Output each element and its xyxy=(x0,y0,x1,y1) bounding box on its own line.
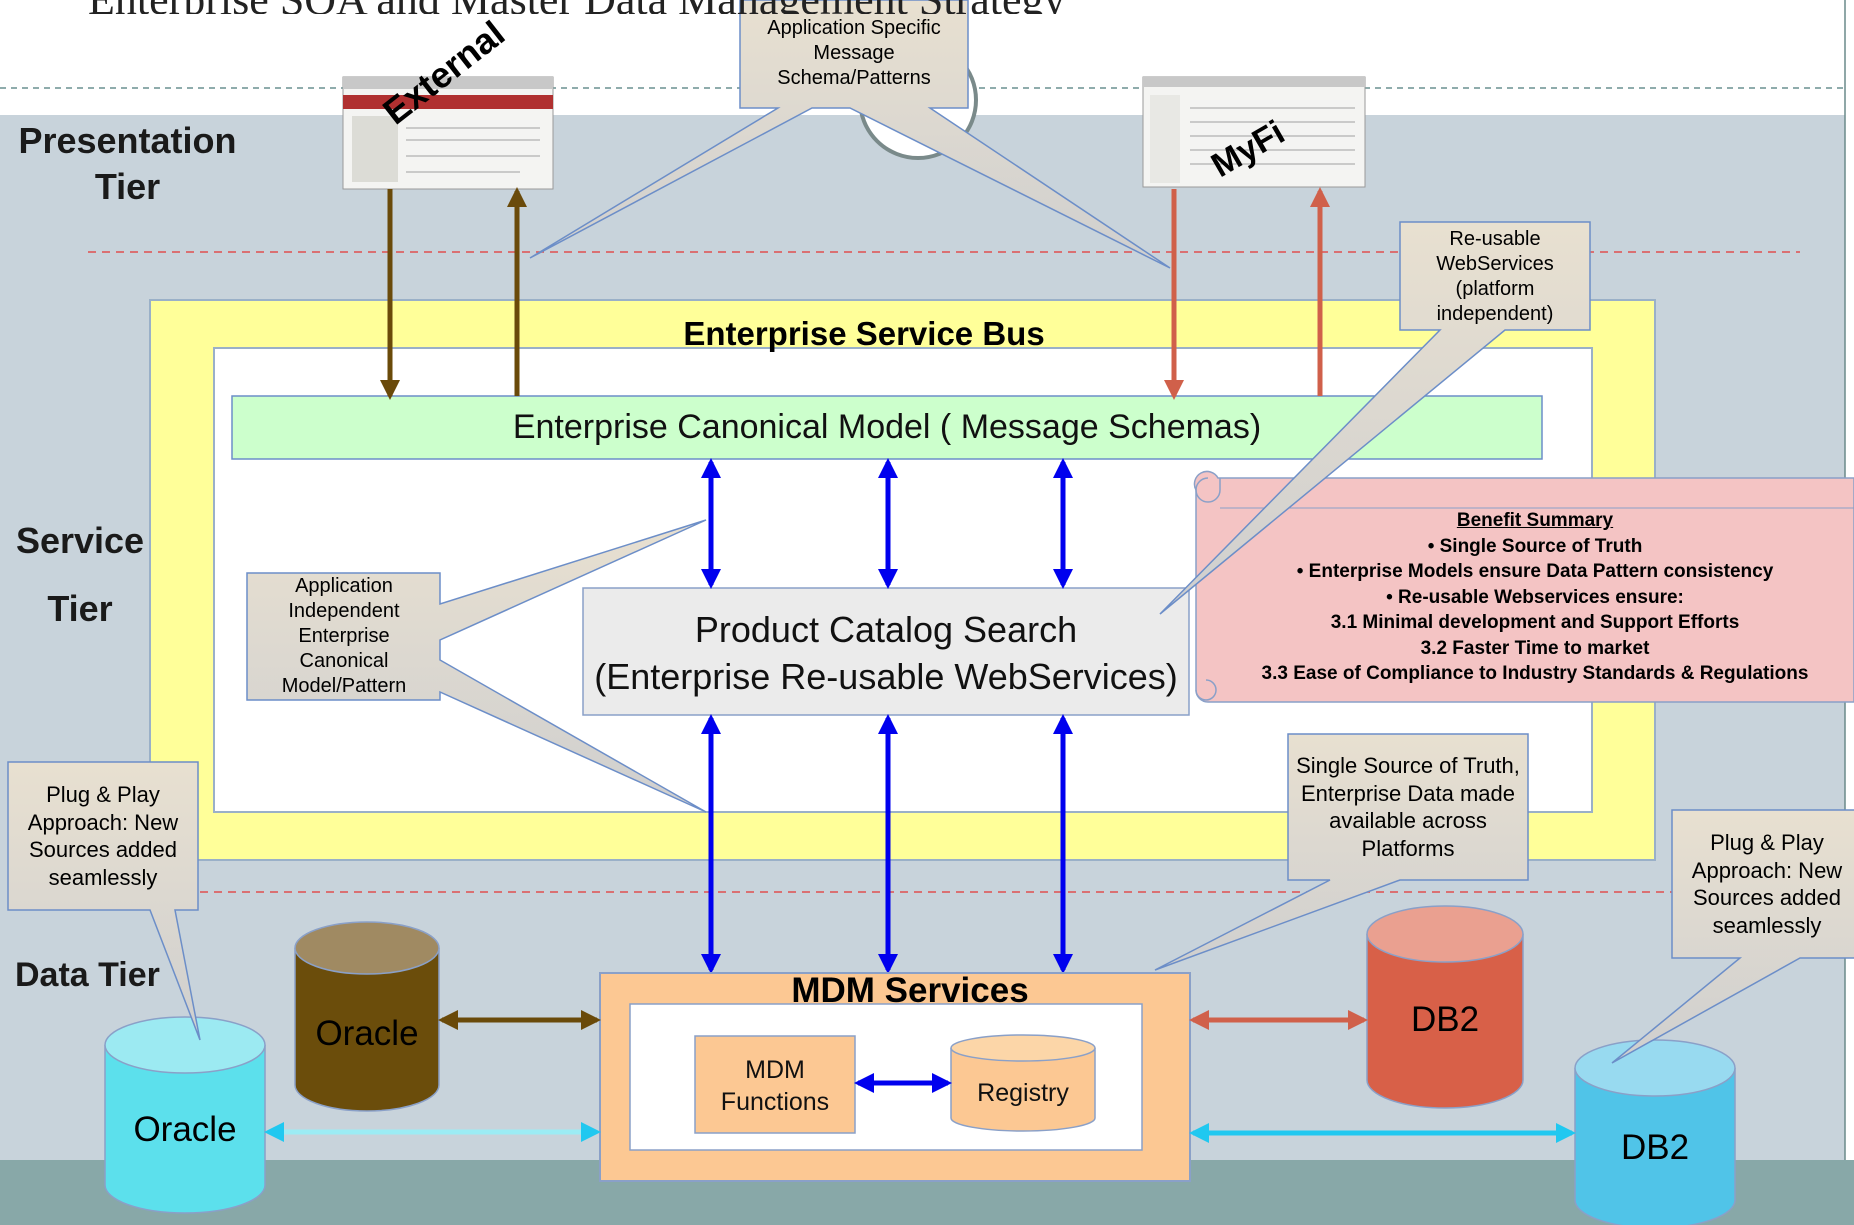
benefit-scroll-curl-top xyxy=(1195,477,1221,503)
registry-cylinder xyxy=(950,1048,1096,1132)
registry-label: Registry xyxy=(977,1078,1069,1107)
callout-app-specific xyxy=(529,0,1171,269)
callout-reusable-ws xyxy=(1159,221,1591,615)
presentation-tier-label: Presentation Tier xyxy=(18,120,237,207)
mdm-functions-label-2: Functions xyxy=(720,1087,830,1116)
oracle-cyan-label: Oracle xyxy=(133,1110,237,1149)
benefit-item: • Re-usable Webservices ensure: xyxy=(1386,586,1684,608)
callout-app-specific-text: Application Specific Message Schema/Patt… xyxy=(767,16,941,89)
db2-blue-cylinder xyxy=(1574,1068,1736,1225)
callout-single-source-text: Single Source of Truth, Enterprise Data … xyxy=(1296,753,1520,861)
callout-reusable-ws-text: Re-usable WebServices (platform independ… xyxy=(1436,228,1554,325)
benefit-item: • Enterprise Models ensure Data Pattern … xyxy=(1296,561,1774,582)
callout-plug-play-right-text: Plug & Play Approach: New Sources added … xyxy=(1691,830,1843,938)
benefit-item: • Single Source of Truth xyxy=(1427,535,1643,557)
db2-red-cylinder xyxy=(1366,934,1524,1109)
oracle-brown-label: Oracle xyxy=(315,1014,419,1053)
canonical-model-label: Enterprise Canonical Model ( Message Sch… xyxy=(512,408,1262,446)
catalog-box xyxy=(582,587,1190,716)
callout-app-independent-text: Application Independent Enterprise Canon… xyxy=(281,575,407,697)
benefit-scroll-curl-bottom xyxy=(1195,679,1217,701)
callout-app-independent xyxy=(246,519,707,813)
callout-plug-play-left-text: Plug & Play Approach: New Sources added … xyxy=(27,782,179,890)
oracle-brown-cylinder xyxy=(294,948,440,1112)
service-tier-label-2: Tier xyxy=(47,588,113,629)
callout-plug-play-right xyxy=(1611,809,1854,1064)
mdm-services-title: MDM Services xyxy=(791,971,1029,1010)
esb-title: Enterprise Service Bus xyxy=(683,315,1045,352)
catalog-label-line1: Product Catalog Search xyxy=(694,609,1078,650)
oracle-cyan-cylinder xyxy=(104,1045,266,1214)
benefit-item: 3.1 Minimal development and Support Effo… xyxy=(1330,612,1740,633)
db2-blue-label: DB2 xyxy=(1620,1128,1690,1167)
service-tier-label-1: Service xyxy=(15,520,145,561)
benefit-item: 3.3 Ease of Compliance to Industry Stand… xyxy=(1261,663,1809,684)
callout-single-source xyxy=(1154,733,1529,971)
benefit-item: 3.2 Faster Time to market xyxy=(1420,637,1650,659)
benefit-title: Benefit Summary xyxy=(1456,510,1614,531)
callout-plug-play-left xyxy=(7,761,201,1041)
data-tier-label: Data Tier xyxy=(15,956,160,994)
catalog-label-line2: (Enterprise Re-usable WebServices) xyxy=(594,656,1178,697)
mdm-functions-label-1: MDM xyxy=(745,1055,805,1084)
benefit-summary: Benefit Summary • Single Source of Truth… xyxy=(1215,508,1854,687)
page-title: Enterprise SOA and Master Data Managemen… xyxy=(88,0,1588,14)
db2-red-label: DB2 xyxy=(1410,1000,1480,1039)
